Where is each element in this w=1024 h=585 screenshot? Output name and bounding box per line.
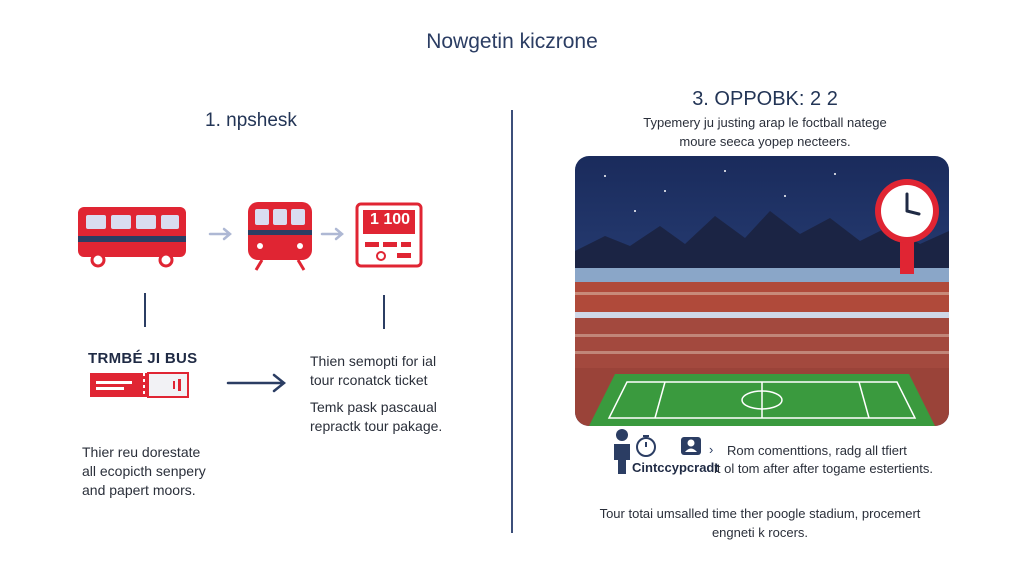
text-line: all ecopicth senpery xyxy=(82,463,206,479)
text-line: repractk tour pakage. xyxy=(310,418,443,434)
step3-title: 3. OPPOBK: 2 2 xyxy=(692,88,838,110)
info-label: Cintccypcradt xyxy=(632,460,719,475)
step2-text-a: Thien semopti for ial tour rconatck tick… xyxy=(310,352,490,390)
text-line: Thier reu dorestate xyxy=(82,444,201,460)
arrow-right-icon xyxy=(208,227,232,241)
text-line: moure seeca yopep necteers. xyxy=(679,134,851,149)
ticket-counter-display: 1 100 xyxy=(369,211,411,228)
train-icon xyxy=(248,202,312,271)
chevron-right-icon: › xyxy=(709,442,714,457)
text-line: Thien semopti for ial xyxy=(310,353,437,369)
bus-icon xyxy=(78,207,186,268)
ticket-machine-icon: 1 100 xyxy=(353,202,425,268)
step3-footer: Tour totai umsalled time ther poogle sta… xyxy=(560,504,960,542)
info-line-1: Rom comenttions, radg all tfiert xyxy=(727,443,907,458)
arrow-right-icon xyxy=(226,373,287,393)
step2-text-b: Temk pask pascaual repractk tour pakage. xyxy=(310,398,490,436)
text-line: and papert moors. xyxy=(82,482,196,498)
connector-line xyxy=(144,293,146,327)
person-icon xyxy=(614,429,630,474)
stopwatch-icon xyxy=(636,435,656,457)
connector-line xyxy=(383,295,385,329)
user-card-icon xyxy=(681,437,701,455)
text-line: Tour totai umsalled time ther poogle sta… xyxy=(599,506,921,521)
step3-description: Typemery ju justing arap le foctball nat… xyxy=(600,113,930,151)
stadium-illustration xyxy=(575,156,949,426)
text-line: Temk pask pascaual xyxy=(310,399,437,415)
info-line-2: it ol tom after after togame estertients… xyxy=(714,461,933,476)
section-divider xyxy=(511,110,513,533)
step1-description: Thier reu dorestate all ecopicth senpery… xyxy=(82,443,282,500)
text-line: Typemery ju justing arap le foctball nat… xyxy=(643,115,887,130)
bus-label: TRMBÉ JI BUS xyxy=(88,350,198,367)
ticket-icon xyxy=(90,372,189,398)
step1-title: 1. npshesk xyxy=(205,110,297,131)
arrow-right-icon xyxy=(320,227,344,241)
page-title: Nowgetin kiczrone xyxy=(426,30,598,53)
text-line: tour rconatck ticket xyxy=(310,372,428,388)
text-line: engneti k rocers. xyxy=(711,525,809,540)
